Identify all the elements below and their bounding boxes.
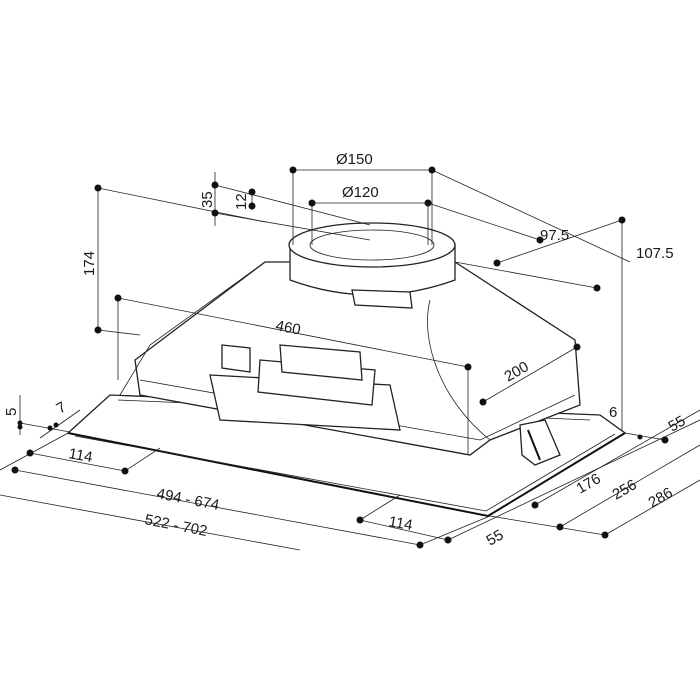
label-depth-b: 256: [610, 476, 640, 503]
label-plate-thickness: 5: [3, 408, 20, 416]
label-outlet-inner-diameter: Ø120: [342, 184, 379, 201]
label-width-range-outer: 522 - 702: [143, 511, 208, 540]
motor-housing: [209, 344, 401, 431]
label-depth-c: 286: [646, 484, 676, 511]
label-front-margin: 55: [484, 526, 507, 549]
mounting-bracket: [519, 419, 561, 466]
label-collar-height: 35: [199, 191, 216, 208]
label-body-height: 174: [81, 251, 98, 276]
label-plate-edge: 7: [54, 399, 70, 418]
label-body-width: 460: [274, 317, 302, 338]
exhaust-outlet: [288, 222, 456, 309]
label-right-edge: 6: [609, 404, 617, 421]
dimension-labels: Ø150 Ø120 35 12 174 97.5 107.5 460 200 5…: [3, 151, 688, 549]
label-left-bracket-offset: 114: [67, 445, 94, 466]
label-outlet-offset-b: 107.5: [636, 245, 674, 262]
dimension-lines: [0, 168, 700, 551]
label-collar-step: 12: [233, 193, 250, 210]
label-width-range-inner: 494 - 674: [155, 485, 220, 514]
label-front-bracket-offset: 114: [387, 513, 414, 534]
label-right-margin: 55: [666, 412, 689, 435]
label-outlet-offset-a: 97.5: [540, 227, 569, 244]
label-outlet-outer-diameter: Ø150: [336, 151, 373, 168]
dimension-dots: [11, 166, 669, 549]
label-depth-a: 176: [574, 470, 604, 497]
